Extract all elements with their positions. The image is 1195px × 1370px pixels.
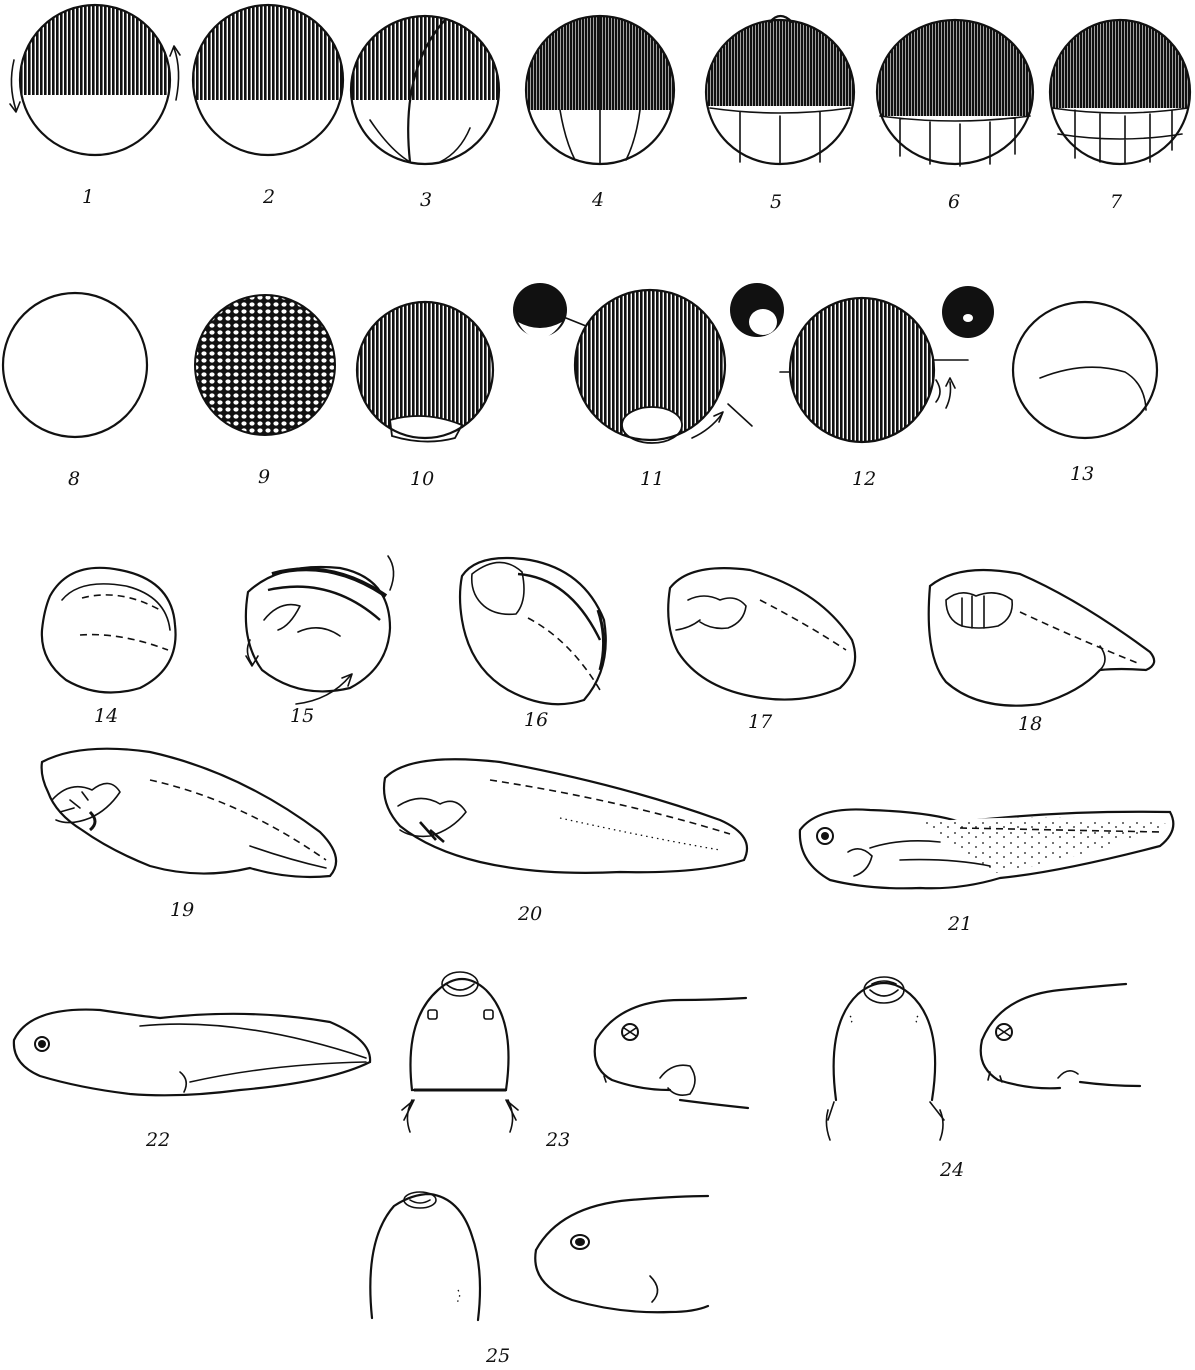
stage-11-gastrula — [574, 290, 752, 443]
stage-3-two-cell — [350, 14, 500, 164]
stage-label-1: 1 — [82, 186, 94, 208]
stage-label-16: 16 — [524, 709, 548, 731]
stage-label-20: 20 — [517, 903, 542, 925]
stage-14-neural-plate — [42, 568, 176, 693]
stage-label-14: 14 — [94, 705, 118, 727]
stage-label-6: 6 — [948, 191, 960, 213]
stage-label-24: 24 — [939, 1159, 964, 1181]
stage-21-larva — [800, 809, 1173, 888]
stage-label-21: 21 — [947, 913, 972, 935]
stage-label-2: 2 — [262, 186, 275, 208]
stage-25-head-front — [370, 1192, 480, 1320]
stage-label-10: 10 — [410, 468, 434, 490]
stage-23-head-front — [402, 972, 518, 1132]
stage-13-neurula — [1013, 302, 1157, 438]
stage-16-neural-tube — [460, 558, 606, 704]
stage-11-inset-b — [730, 283, 784, 337]
stage-label-13: 13 — [1070, 463, 1094, 485]
stage-label-9: 9 — [258, 466, 270, 488]
stage-8-morula — [3, 293, 147, 437]
stage-label-15: 15 — [290, 705, 314, 727]
stage-18-tailbud — [929, 570, 1154, 706]
stage-12-late-gastrula — [780, 286, 994, 442]
stage-label-4: 4 — [591, 189, 604, 211]
stage-label-17: 17 — [748, 711, 773, 733]
stage-23-head-side — [595, 998, 748, 1108]
stage-label-18: 18 — [1018, 713, 1042, 735]
stage-label-5: 5 — [770, 191, 782, 213]
stage-label-19: 19 — [170, 899, 194, 921]
stage-6-sixteen-cell — [876, 18, 1036, 166]
stage-17-tailbud — [668, 568, 855, 699]
stage-label-12: 12 — [852, 468, 876, 490]
stage-label-7: 7 — [1110, 191, 1123, 213]
stage-7-thirty-two-cell — [1050, 18, 1190, 164]
stage-label-8: 8 — [68, 468, 80, 490]
stage-label-22: 22 — [145, 1129, 170, 1151]
stage-2-egg — [190, 0, 350, 155]
stage-9-blastula — [195, 295, 335, 435]
stage-label-11: 11 — [640, 468, 664, 490]
stage-label-23: 23 — [545, 1129, 570, 1151]
stage-10-early-gastrula — [355, 300, 495, 442]
stage-15-neural-folds — [246, 556, 394, 704]
stage-label-3: 3 — [420, 189, 432, 211]
stage-19-embryo — [42, 749, 336, 877]
stage-4-four-cell — [525, 10, 675, 164]
stage-24-head-side — [981, 984, 1140, 1088]
stage-11-inset — [513, 283, 586, 338]
stage-20-embryo — [384, 759, 747, 873]
stage-22-tadpole — [14, 1010, 370, 1096]
stage-24-head-front — [826, 977, 944, 1140]
stage-5-eight-cell — [705, 16, 855, 164]
stage-label-25: 25 — [485, 1345, 510, 1367]
stage-25-head-side — [535, 1196, 708, 1312]
stage-1-egg — [10, 0, 180, 155]
